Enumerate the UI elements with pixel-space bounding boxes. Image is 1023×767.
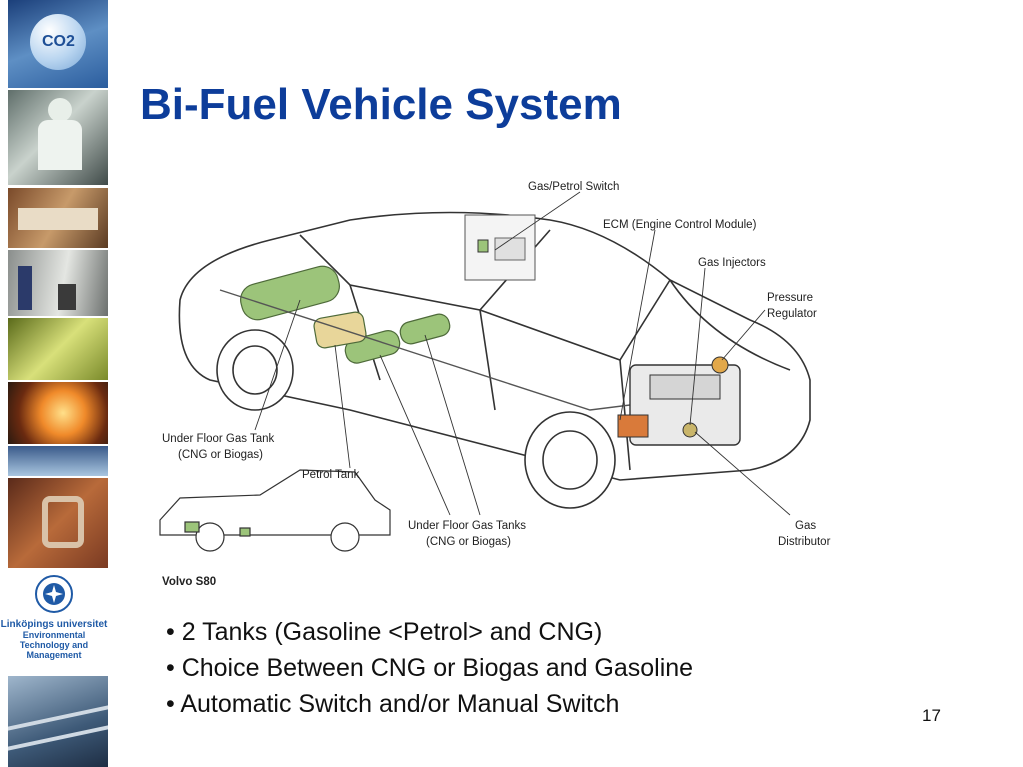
- engine-block: [617, 356, 741, 446]
- callout-leaders: [254, 191, 791, 516]
- sidebar-photo-strip: CO2 Linköpings universitet Environmental…: [0, 0, 108, 767]
- label-ecm: ECM (Engine Control Module): [603, 219, 757, 231]
- front-gas-tank: [399, 313, 451, 345]
- label-under-floor-tanks: Under Floor Gas Tanks: [408, 520, 526, 532]
- gas-distributor-part: [617, 414, 649, 438]
- switch-inset: [464, 214, 536, 281]
- workshop-image: [8, 250, 108, 316]
- label-under-floor-tank-sub: (CNG or Biogas): [178, 449, 263, 461]
- university-logo: Linköpings universitet Environmental Tec…: [0, 570, 108, 675]
- steel-profiles-image: [8, 478, 108, 568]
- page-number: 17: [922, 706, 941, 725]
- label-pressure: Pressure: [767, 292, 813, 304]
- label-volvo-s80: Volvo S80: [162, 576, 216, 588]
- label-gas: Gas: [795, 520, 816, 532]
- pressure-regulator-part: [711, 356, 729, 374]
- department-line-2: Technology and: [19, 640, 89, 650]
- solar-dish-image: [8, 446, 108, 476]
- label-gas-petrol-switch: Gas/Petrol Switch: [528, 181, 619, 193]
- gas-injector-part: [682, 422, 698, 438]
- glass-structure-image: [8, 318, 108, 380]
- bi-fuel-car-diagram: Gas/Petrol Switch ECM (Engine Control Mo…: [159, 181, 831, 588]
- university-name: Linköpings universitet: [0, 619, 108, 630]
- rear-gas-tank: [240, 265, 340, 321]
- car-wheels: [216, 329, 616, 509]
- co2-badge: CO2: [42, 33, 75, 50]
- lab-worker-image: [8, 90, 108, 185]
- department-line-3: Management: [26, 650, 82, 660]
- label-gas-injectors: Gas Injectors: [698, 257, 766, 269]
- label-under-floor-tank: Under Floor Gas Tank: [162, 433, 275, 445]
- meeting-image: [8, 188, 108, 248]
- co2-globe-image: CO2: [8, 0, 108, 88]
- gas-tanks: [240, 265, 451, 364]
- small-side-view-car: [159, 469, 391, 552]
- university-emblem-icon: [35, 575, 73, 613]
- label-petrol-tank: Petrol Tank: [302, 469, 360, 481]
- label-distributor: Distributor: [778, 536, 831, 548]
- petrol-tank: [313, 311, 367, 349]
- bullet-item-2: • Choice Between CNG or Biogas and Gasol…: [166, 654, 694, 682]
- slide-title: Bi-Fuel Vehicle System: [140, 80, 622, 129]
- bullet-list: • 2 Tanks (Gasoline <Petrol> and CNG) • …: [166, 614, 693, 722]
- bullet-item-1: • 2 Tanks (Gasoline <Petrol> and CNG): [166, 618, 603, 646]
- flame-image: [8, 382, 108, 444]
- department-line-1: Environmental: [22, 630, 86, 640]
- label-regulator: Regulator: [767, 308, 817, 320]
- label-under-floor-tanks-sub: (CNG or Biogas): [426, 536, 511, 548]
- bullet-item-3: • Automatic Switch and/or Manual Switch: [166, 690, 620, 718]
- solar-panel-image: [8, 676, 108, 767]
